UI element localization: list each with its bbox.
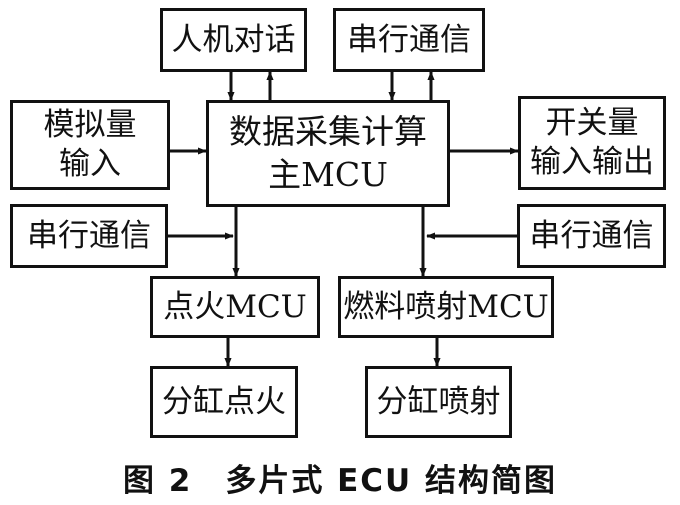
serial-top-label: 串行通信 [347,21,471,58]
serial-right-label: 串行通信 [529,217,654,254]
analog-input-block: 模拟量 输入 [10,100,170,190]
ignition-mcu-label: 点火MCU [163,288,307,325]
injection-mcu-block: 燃料喷射MCU [338,276,554,338]
main-mcu-label-1: 数据采集计算 [229,111,427,151]
cylinder-ignition-label: 分缸点火 [162,383,286,420]
main-mcu-block: 数据采集计算 主MCU [206,100,450,207]
hmi-label: 人机对话 [171,21,296,58]
ignition-mcu-block: 点火MCU [150,276,320,338]
serial-right-block: 串行通信 [517,204,666,268]
analog-input-label-2: 输入 [59,146,121,182]
analog-input-label-1: 模拟量 [43,107,137,144]
serial-left-label: 串行通信 [27,217,151,254]
cylinder-injection-label: 分缸喷射 [376,383,501,420]
main-mcu-label-2: 主MCU [268,154,388,194]
switch-io-label-2: 输入输出 [530,144,654,180]
cylinder-injection-block: 分缸喷射 [365,366,512,438]
serial-left-block: 串行通信 [10,204,168,268]
serial-top-block: 串行通信 [333,8,485,72]
hmi-block: 人机对话 [160,8,307,72]
figure-caption: 图 2 多片式 ECU 结构简图 [122,463,558,499]
switch-io-block: 开关量 输入输出 [518,96,666,190]
cylinder-ignition-block: 分缸点火 [150,366,298,438]
switch-io-label-1: 开关量 [545,105,639,142]
injection-mcu-label: 燃料喷射MCU [343,288,549,325]
